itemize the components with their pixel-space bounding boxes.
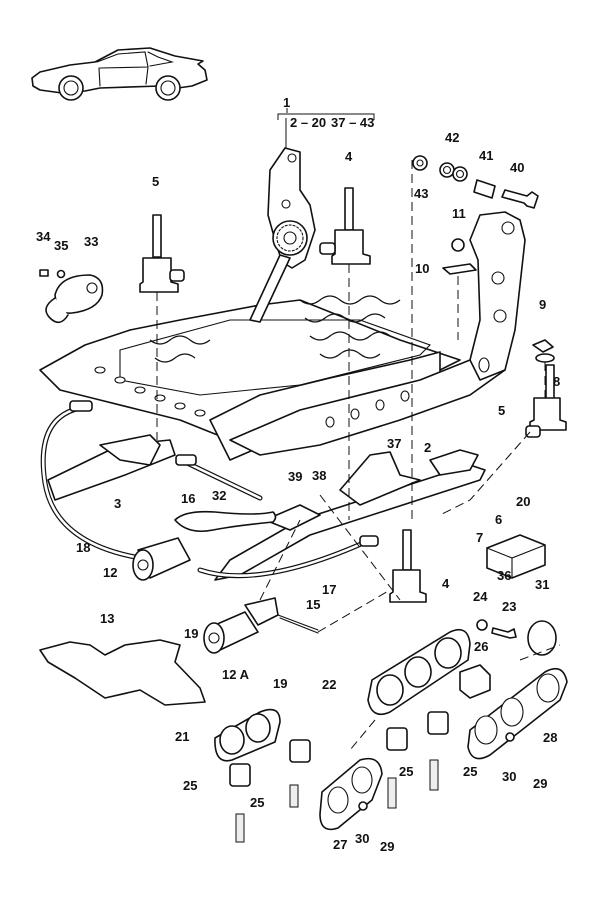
callout-label: 30 [355,831,370,846]
callout-label: 12 A [222,667,249,682]
callout-label: 17 [322,582,337,597]
callout-label: 25 [250,795,265,810]
callout-label: 29 [533,776,548,791]
seat-rails [47,434,486,581]
callout-label: 26 [474,639,489,654]
callout-label: 9 [539,297,547,312]
callout-label: 5 [498,403,506,418]
switch-panels [214,619,568,831]
callout-label: 35 [54,238,69,253]
callout-label: 19 [273,676,288,691]
callout-label: 1 [283,95,291,110]
callout-label: 43 [414,186,429,201]
callout-label: 21 [175,729,190,744]
callout-label: 15 [306,597,321,612]
car-silhouette-icon [31,47,208,101]
callout-label: 24 [473,589,488,604]
callout-label: 33 [84,234,99,249]
callout-label: 20 [516,494,531,509]
height-adjusters [139,187,567,603]
callout-label: 42 [445,130,460,145]
alignment-lines [156,160,561,751]
callout-label: 16 [181,491,196,506]
callout-label: 36 [497,568,512,583]
callout-label: 38 [312,468,327,483]
callout-label: 22 [322,677,337,692]
hinge-bracket-right [469,211,526,381]
callout-label: 2 [424,440,432,455]
drive-cables [40,400,379,579]
callout-label: 31 [535,577,550,592]
callout-label: 40 [510,160,525,175]
callout-label: 7 [476,530,484,545]
callout-label: 25 [463,764,478,779]
callout-label: 32 [212,488,227,503]
motors-12-12a [132,537,319,654]
callout-label: 39 [288,469,303,484]
callout-label: 5 [152,174,160,189]
callout-label: 3 [114,496,122,511]
pivot-hardware [412,155,555,363]
callout-label: 27 [333,837,348,852]
callout-label: 25 [399,764,414,779]
assembly-bracket [277,108,375,148]
callout-label: 37 – 43 [331,115,375,130]
callout-label: 2 – 20 [290,115,327,130]
release-lever-32 [174,510,277,533]
callout-label: 41 [479,148,494,163]
hinge-bracket-left [249,147,316,323]
control-unit-36 [486,534,546,579]
callout-label: 23 [502,599,517,614]
callout-label: 28 [543,730,558,745]
seat-frame [39,295,506,461]
callout-label: 34 [36,229,51,244]
callout-label: 8 [553,374,561,389]
callout-label: 4 [442,576,450,591]
pad-33 [39,269,104,324]
callout-label: 30 [502,769,517,784]
callout-label: 19 [184,626,199,641]
callout-label: 29 [380,839,395,854]
callout-label: 18 [76,540,91,555]
crossmember-13 [39,639,206,706]
callout-label: 13 [100,611,115,626]
callout-label: 4 [345,149,353,164]
callout-label: 11 [452,206,466,221]
callout-label: 25 [183,778,198,793]
callout-label: 12 [103,565,118,580]
callout-label: 6 [495,512,503,527]
callout-label: 10 [415,261,430,276]
switches-25 [229,711,449,843]
callout-label: 37 [387,436,402,451]
